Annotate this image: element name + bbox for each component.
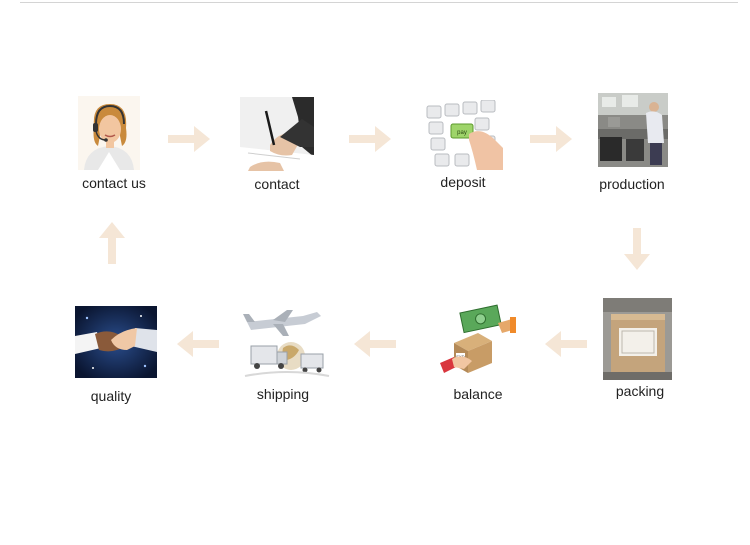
step-label: quality (90, 388, 132, 404)
step-label: packing (615, 383, 665, 399)
arrow-left-icon (543, 327, 587, 361)
customer-service-agent-image (78, 96, 140, 170)
money-for-package-image: EXD (440, 303, 516, 379)
keyboard-pay-key-image: pay (425, 99, 503, 170)
packed-carton-image (603, 298, 672, 380)
arrow-up-icon (95, 220, 129, 264)
shipping-transport-image (243, 310, 331, 380)
handshake-image (75, 306, 157, 378)
top-divider (20, 2, 738, 3)
arrow-left-icon (352, 327, 396, 361)
step-label: shipping (256, 386, 310, 402)
pay-key-text: pay (457, 130, 467, 136)
step-label: balance (453, 386, 503, 402)
factory-production-image (598, 93, 668, 167)
arrow-left-icon (175, 327, 219, 361)
arrow-down-icon (620, 228, 654, 272)
arrow-right-icon (168, 122, 212, 156)
step-label: deposit (440, 174, 486, 190)
step-label: contact (254, 176, 300, 192)
step-label: contact us (82, 175, 146, 191)
signing-contract-image (240, 97, 314, 171)
arrow-right-icon (530, 122, 574, 156)
arrow-right-icon (349, 122, 393, 156)
step-label: production (599, 176, 665, 192)
